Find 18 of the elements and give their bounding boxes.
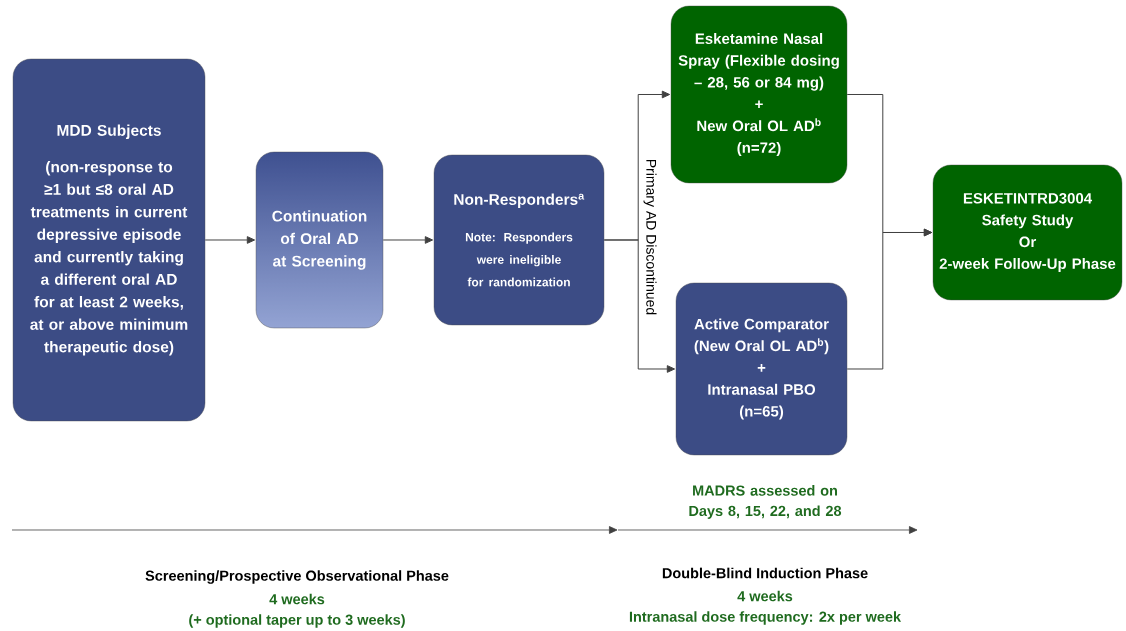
process-box: Continuation of Oral AD at Screening <box>255 151 384 329</box>
arrow <box>204 236 256 244</box>
treatment-box: Active Comparator (New Oral OL AD$^{b}$) + Intranasal PBO (n=65) <box>675 282 848 456</box>
process-box: Non-Responders$^{a}$ Note: Responders were ineligible for randomization <box>433 154 605 326</box>
phase-title: Screening/Prospective Observational Phase <box>145 570 449 584</box>
phase-note: Intranasal dose frequency: 2x per week <box>629 611 902 625</box>
process-box: MDD Subjects (non-response to ≥1 but ≤8 oral AD treatments in current depressive episode and currently taking a different oral AD for at least 2 weeks, at or above minimum therapeutic dose) <box>12 58 206 422</box>
phase-title: Double-Blind Induction Phase <box>662 567 868 579</box>
phase-note: 4 weeks <box>269 593 325 605</box>
note-text: MADRS assessed on Days 8, 15, 22, and 28 <box>689 485 842 519</box>
treatment-box: Esketamine Nasal Spray (Flexible dosing – 28, 56 or 84 mg) + New Oral OL AD$^{b}$ (n=72) <box>670 5 848 184</box>
process-box: ESKETINTRD3004 Safety Study Or 2-week Follow-Up Phase <box>932 164 1123 301</box>
phase-note: (+ optional taper up to 3 weeks) <box>189 614 405 628</box>
phase-note: 4 weeks <box>737 590 793 602</box>
arrow <box>846 228 933 370</box>
arrow <box>603 239 676 373</box>
vertical-label: Primary AD Discontinued <box>643 159 657 315</box>
arrow <box>382 236 434 244</box>
